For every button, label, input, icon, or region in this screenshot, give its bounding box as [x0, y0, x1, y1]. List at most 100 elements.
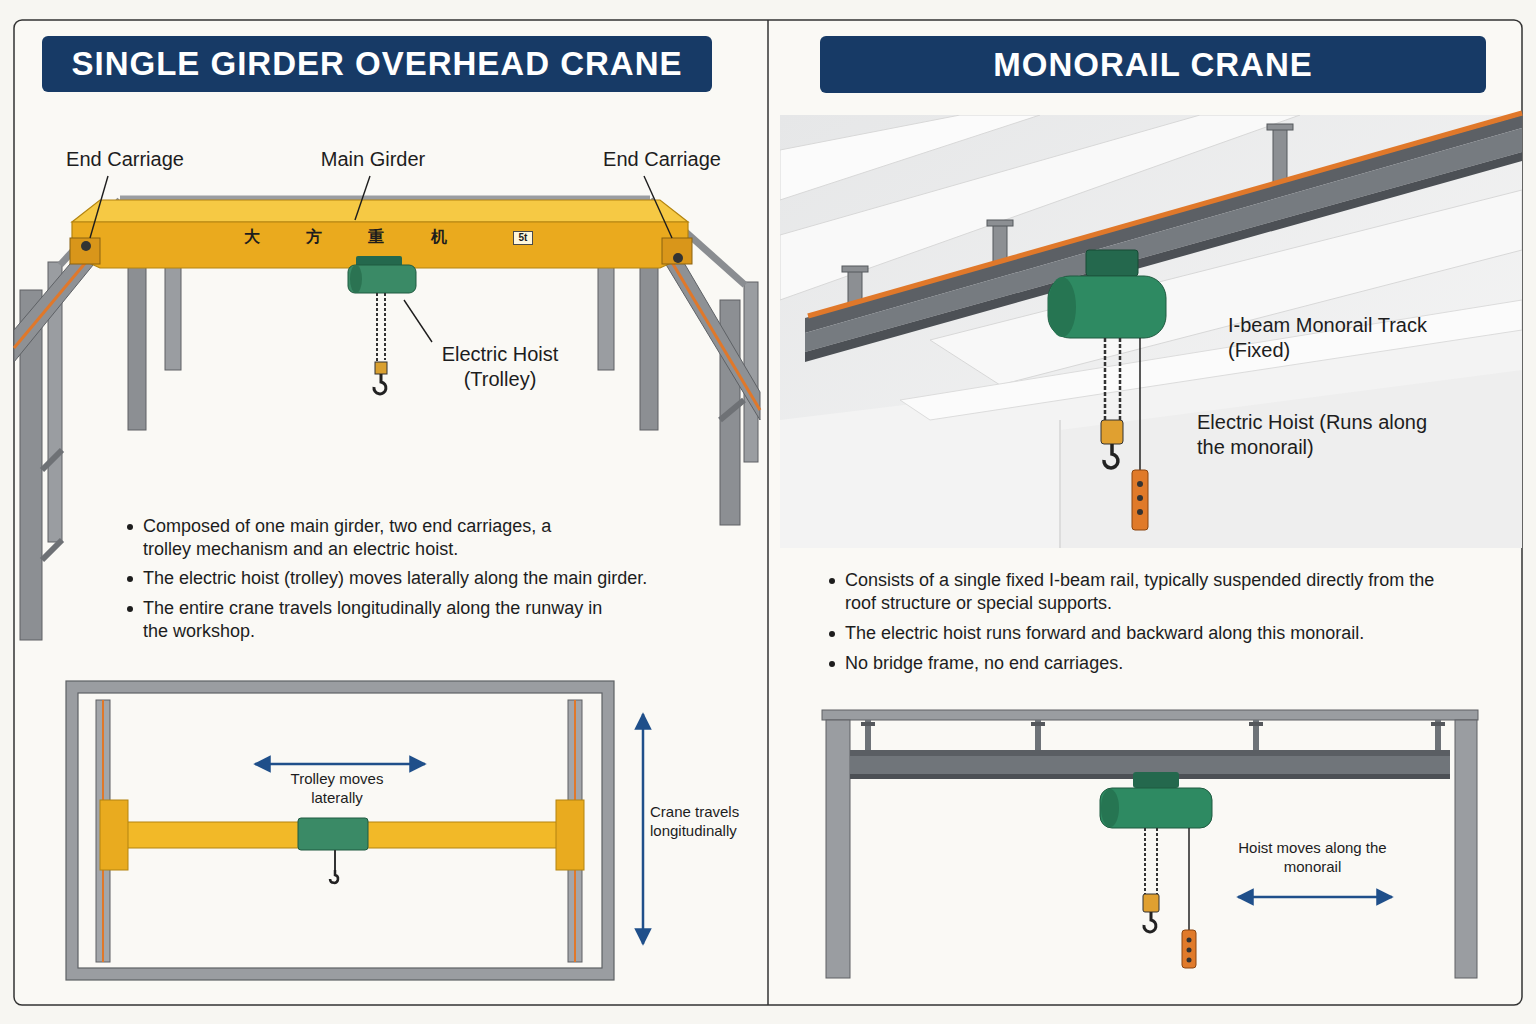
monorail-hoist — [1137, 481, 1143, 487]
electric-hoist — [348, 265, 416, 293]
electric-hoist — [384, 293, 386, 360]
runway-structure — [14, 200, 760, 640]
note-text: The entire crane travels longitudinally … — [143, 597, 623, 642]
i-beam-section — [850, 750, 1450, 756]
i-beam-track — [805, 152, 1522, 362]
end-carriage — [673, 253, 683, 263]
note-text: The electric hoist (trolley) moves later… — [143, 567, 743, 590]
panel-frame — [14, 20, 1522, 1005]
monorail-hanger — [842, 266, 868, 272]
section-hoist — [1100, 772, 1212, 968]
note-text: Composed of one main girder, two end car… — [143, 515, 583, 560]
runway-structure — [128, 262, 146, 430]
support-frame — [861, 722, 875, 726]
main-girder — [72, 200, 688, 222]
motion-arrow — [255, 763, 425, 766]
part-label: Electric Hoist (Runs along the monorail) — [1197, 410, 1429, 460]
plan-trolley — [330, 870, 338, 883]
panel-frame — [14, 20, 1522, 1005]
bullet-dot — [127, 524, 133, 530]
support-frame — [1249, 722, 1263, 726]
plan-view-frame — [78, 693, 602, 968]
leader-line — [404, 300, 432, 342]
monorail-hoist — [1086, 250, 1138, 276]
panel-frame — [767, 20, 769, 1005]
section-hoist — [1133, 772, 1179, 788]
electric-hoist — [375, 362, 387, 374]
monorail-hoist — [1132, 470, 1148, 530]
support-frame — [822, 710, 1478, 978]
title-band: MONORAIL CRANE — [820, 36, 1486, 93]
monorail-hoist — [1119, 338, 1122, 420]
monorail-hanger — [848, 268, 862, 304]
bullet-dot — [829, 661, 835, 667]
note-text: No bridge frame, no end carriages. — [845, 652, 1465, 675]
section-hoist — [1187, 958, 1192, 963]
motion-label: Trolley moves laterally — [277, 770, 397, 808]
section-hoist — [1187, 938, 1192, 943]
monorail-hanger — [1273, 126, 1287, 184]
monorail-hanger — [987, 220, 1013, 226]
bullet-dot — [829, 631, 835, 637]
section-hoist — [1100, 788, 1212, 828]
runway-structure — [720, 400, 744, 420]
note-text: Consists of a single fixed I-beam rail, … — [845, 569, 1440, 614]
bullet-dot — [127, 576, 133, 582]
i-beam-section — [850, 756, 1450, 774]
i-beam-track — [805, 113, 1522, 362]
ceiling-scene — [900, 300, 1522, 420]
plan-girder — [100, 800, 128, 870]
plan-trolley — [298, 818, 368, 883]
leader-line — [644, 176, 672, 238]
section-hoist — [1188, 828, 1190, 930]
motion-arrow — [1238, 896, 1392, 899]
runway-structure — [42, 450, 62, 470]
monorail-hoist — [1137, 509, 1143, 515]
plan-view-frame — [66, 681, 614, 980]
support-frame — [1031, 722, 1045, 726]
support-frame — [1431, 722, 1445, 726]
part-label: I-beam Monorail Track (Fixed) — [1228, 313, 1443, 363]
plan-trolley — [334, 850, 336, 870]
end-carriage — [70, 238, 100, 264]
support-frame — [826, 720, 850, 978]
ceiling-scene — [1059, 420, 1061, 548]
title-band: SINGLE GIRDER OVERHEAD CRANE — [42, 36, 712, 92]
section-hoist — [1101, 789, 1119, 827]
plan-view-frame — [66, 681, 614, 980]
ceiling-scene — [780, 115, 1522, 548]
note-text: The electric hoist runs forward and back… — [845, 622, 1465, 645]
main-girder — [72, 200, 688, 268]
part-label: Electric Hoist (Trolley) — [430, 342, 570, 392]
bullet-dot — [829, 578, 835, 584]
node-text: MONORAIL CRANE — [993, 46, 1313, 84]
plan-view-frame — [72, 687, 608, 974]
girder-marking: 大 — [242, 227, 262, 247]
monorail-hoist — [1048, 250, 1166, 530]
node-text: SINGLE GIRDER OVERHEAD CRANE — [71, 45, 682, 83]
section-hoist — [1144, 828, 1146, 900]
runway-structure — [640, 262, 658, 430]
runway-structure — [42, 540, 62, 560]
ceiling-scene — [780, 115, 1522, 548]
section-hoist — [1187, 948, 1192, 953]
electric-hoist — [376, 293, 378, 370]
plan-trolley — [298, 818, 368, 850]
girder-marking: 方 — [304, 227, 324, 247]
girder-marking: 重 — [366, 227, 386, 247]
motion-arrow — [642, 714, 645, 944]
monorail-hoist — [1137, 495, 1143, 501]
section-hoist — [1156, 828, 1158, 896]
end-carriage — [662, 238, 692, 264]
support-frame — [1455, 720, 1477, 978]
monorail-hoist — [1104, 444, 1118, 468]
section-hoist — [1182, 930, 1196, 968]
monorail-hoist — [1104, 338, 1107, 426]
monorail-hoist — [1048, 277, 1076, 337]
part-label: End Carriage — [60, 147, 190, 172]
electric-hoist — [374, 374, 386, 394]
motion-label: Crane travels longitudinally — [650, 803, 762, 841]
motion-label: Hoist moves along the monorail — [1235, 839, 1390, 877]
monorail-hoist — [1139, 338, 1141, 470]
part-label: End Carriage — [597, 147, 727, 172]
